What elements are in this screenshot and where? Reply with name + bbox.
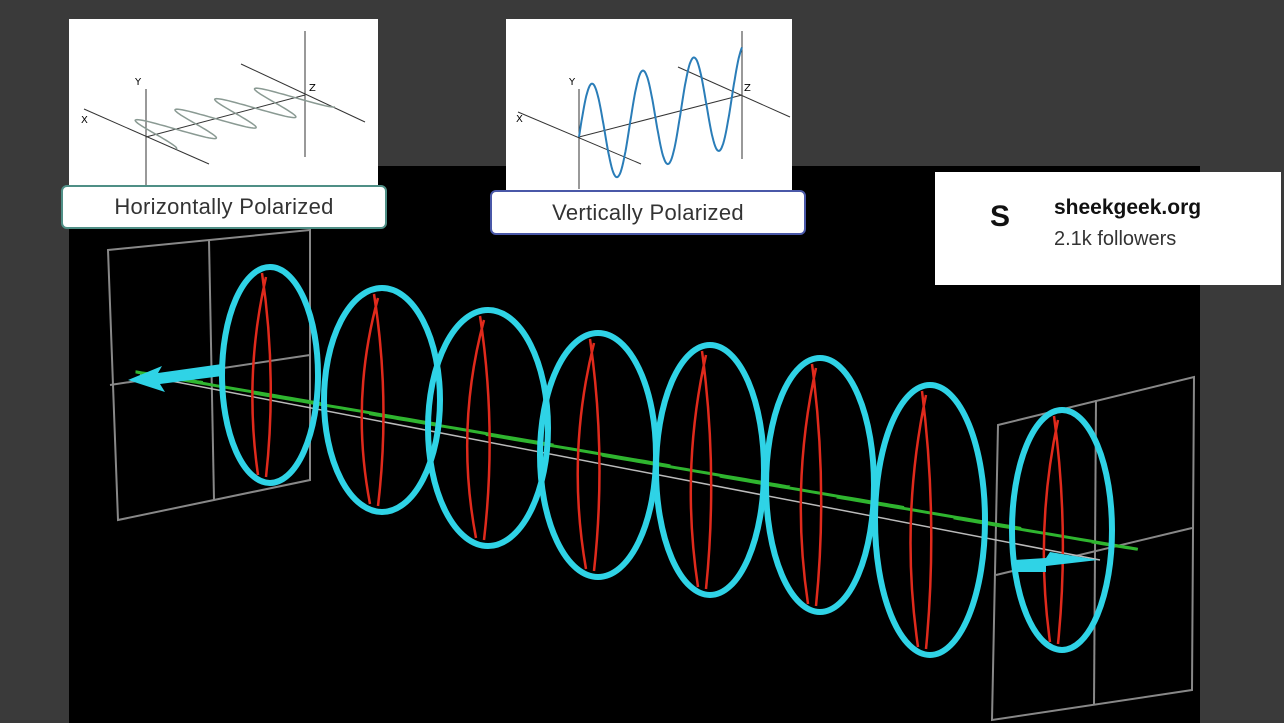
vertical-wave-arc — [251, 272, 272, 478]
field-ring — [321, 285, 443, 515]
vertical-polarization-caption: Vertically Polarized — [490, 190, 806, 235]
right-frame-divider — [1093, 399, 1097, 706]
propagation-line — [145, 94, 306, 138]
y-axis-label: Y — [134, 77, 142, 88]
x-axis-label: X — [516, 114, 523, 125]
vertical-component-wave — [251, 272, 1065, 650]
propagation-axis — [139, 374, 1101, 561]
horizontal-wave — [134, 87, 336, 150]
far-axis-line — [677, 66, 791, 118]
circular-field-rings — [219, 264, 1115, 658]
field-ring — [872, 382, 988, 658]
vertical-wave-arc — [360, 293, 385, 507]
vertical-wave-arc — [909, 390, 933, 650]
z-axis-label: Z — [309, 83, 316, 94]
z-axis-label: Z — [744, 83, 751, 94]
horizontal-component-wave — [135, 370, 1139, 551]
vertical-wave-arc — [689, 350, 713, 590]
vertical-wave-arc — [1042, 415, 1065, 645]
site-name[interactable]: sheekgeek.org — [1054, 196, 1202, 219]
horizontal-polarization-thumbnail: X Y Z — [69, 19, 378, 189]
vertical-wave — [578, 47, 743, 179]
field-ring — [1009, 407, 1115, 653]
right-field-arrow — [1012, 552, 1098, 572]
vertical-wave-arc — [576, 338, 601, 572]
field-vector-arrows — [128, 364, 1098, 572]
horizontal-wave-path — [135, 370, 1139, 551]
x-axis-label: X — [81, 115, 88, 126]
source-badge[interactable]: S sheekgeek.org 2.1k followers — [935, 172, 1281, 285]
axis-line — [139, 374, 1101, 561]
reference-frames — [106, 228, 1196, 722]
vertical-polarization-thumbnail: X Y Z — [506, 19, 792, 191]
vertical-wave-arc — [465, 315, 491, 541]
propagation-line — [578, 94, 743, 138]
y-axis-label: Y — [568, 77, 576, 88]
vertical-wave-arc — [799, 363, 823, 607]
far-axis-line — [240, 63, 366, 123]
right-frame — [990, 375, 1196, 722]
left-field-arrow — [128, 364, 222, 392]
avatar: S — [990, 200, 1011, 233]
horizontal-polarization-caption: Horizontally Polarized — [61, 185, 387, 229]
follower-count: 2.1k followers — [1054, 228, 1177, 250]
field-ring — [425, 307, 551, 549]
left-frame — [106, 228, 311, 522]
